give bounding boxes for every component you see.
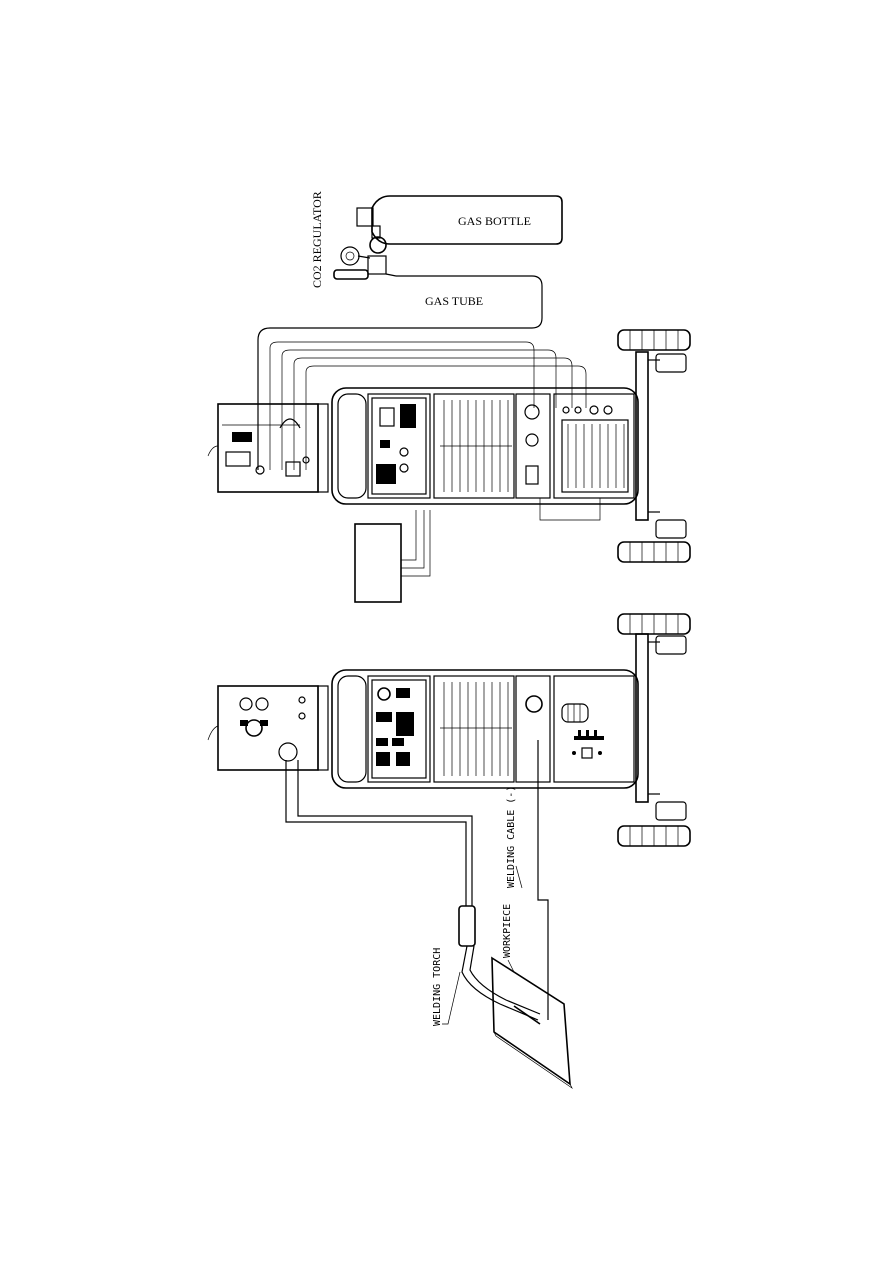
gas-tube-label: GAS TUBE	[425, 294, 483, 308]
wire-feeder-lower	[207, 685, 329, 771]
wheel-upper-bottom	[617, 541, 691, 563]
torch-cable-path	[285, 760, 541, 1025]
gas-bottle: GAS BOTTLE	[356, 195, 563, 245]
welding-cable-label: WELDING CABLE (-)	[506, 786, 517, 888]
wire-feeder-upper	[207, 403, 329, 493]
gas-tube: GAS TUBE	[257, 275, 543, 470]
vent-slots-upper	[433, 393, 515, 499]
welding-cable-line	[515, 740, 549, 1020]
welding-torch-label: WELDING TORCH	[432, 948, 443, 1026]
wheel-lower-top	[617, 613, 691, 635]
interconnect-hoses-upper	[269, 341, 587, 470]
trolley-upper	[617, 329, 691, 563]
gas-bottle-label: GAS BOTTLE	[458, 214, 531, 228]
vent-slots-lower	[433, 675, 515, 783]
co2-regulator: CO2 REGULATOR	[310, 191, 397, 288]
power-source-lower	[331, 669, 639, 789]
workpiece-plate	[491, 956, 573, 1090]
co2-regulator-label: CO2 REGULATOR	[310, 191, 324, 288]
wheel-lower-bottom	[617, 825, 691, 847]
workpiece-label: WORKPIECE	[502, 904, 513, 958]
rear-panel-lower	[561, 703, 604, 759]
rear-panel-upper	[561, 405, 629, 493]
water-cooler-box	[354, 510, 431, 603]
trolley-lower	[617, 613, 691, 847]
wheel-upper-top	[617, 329, 691, 351]
power-source-upper	[331, 387, 639, 521]
